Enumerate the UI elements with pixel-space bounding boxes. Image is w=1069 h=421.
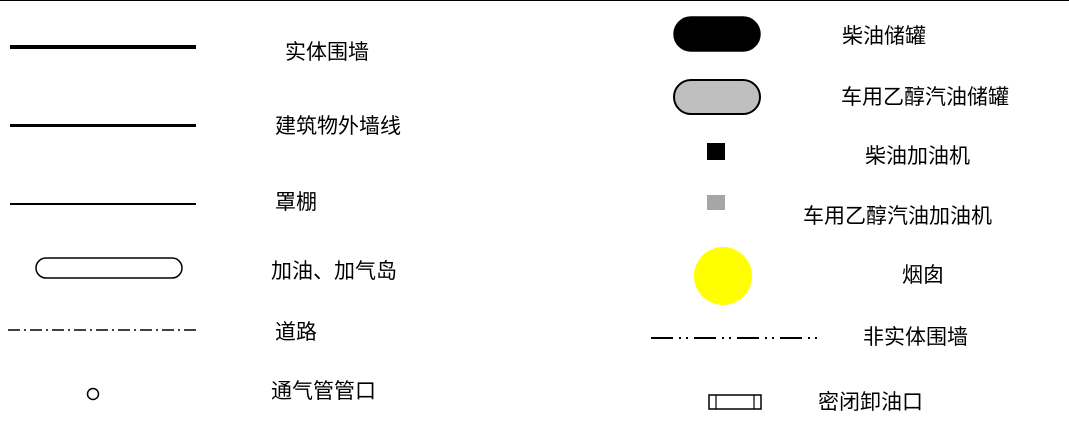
road-line-symbol (8, 329, 198, 331)
legend-label-non-solid-wall: 非实体围墙 (863, 325, 968, 349)
chimney-symbol (694, 247, 752, 305)
legend-label-sealed-unloading-port: 密闭卸油口 (818, 390, 923, 414)
legend-label-vent-pipe: 通气管管口 (271, 379, 376, 403)
top-border-line (0, 0, 1069, 1)
legend-label-ethanol-tank: 车用乙醇汽油储罐 (841, 85, 1009, 109)
legend-label-building-wall: 建筑物外墙线 (275, 114, 401, 138)
legend-label-fuel-island: 加油、加气岛 (271, 259, 397, 283)
ethanol-dispenser-symbol (707, 195, 725, 210)
non-solid-wall-symbol (651, 337, 821, 339)
ethanol-tank-symbol (673, 79, 761, 115)
sealed-unloading-port-symbol (708, 394, 762, 410)
legend-label-diesel-tank: 柴油储罐 (842, 24, 926, 48)
building-wall-line-symbol (10, 124, 196, 127)
fuel-island-symbol (35, 257, 183, 279)
sealed-unloading-port-rect (708, 394, 762, 410)
chimney-circle (694, 247, 752, 305)
canopy-line-symbol (10, 203, 196, 205)
vent-pipe-symbol (86, 387, 100, 401)
vent-pipe-circle (86, 387, 100, 401)
legend-label-ethanol-dispenser: 车用乙醇汽油加油机 (803, 204, 992, 228)
diesel-dispenser-symbol (707, 143, 725, 160)
legend-label-canopy: 罩棚 (275, 190, 317, 214)
diesel-tank-shape (673, 16, 761, 52)
legend-label-diesel-dispenser: 柴油加油机 (865, 144, 970, 168)
solid-wall-line-symbol (10, 45, 196, 49)
ethanol-tank-shape (673, 79, 761, 115)
diesel-tank-symbol (673, 16, 761, 52)
fuel-island-pill (35, 257, 183, 279)
legend-label-chimney: 烟囱 (902, 263, 944, 287)
legend-label-road: 道路 (275, 320, 317, 344)
legend-label-solid-wall: 实体围墙 (285, 40, 369, 64)
